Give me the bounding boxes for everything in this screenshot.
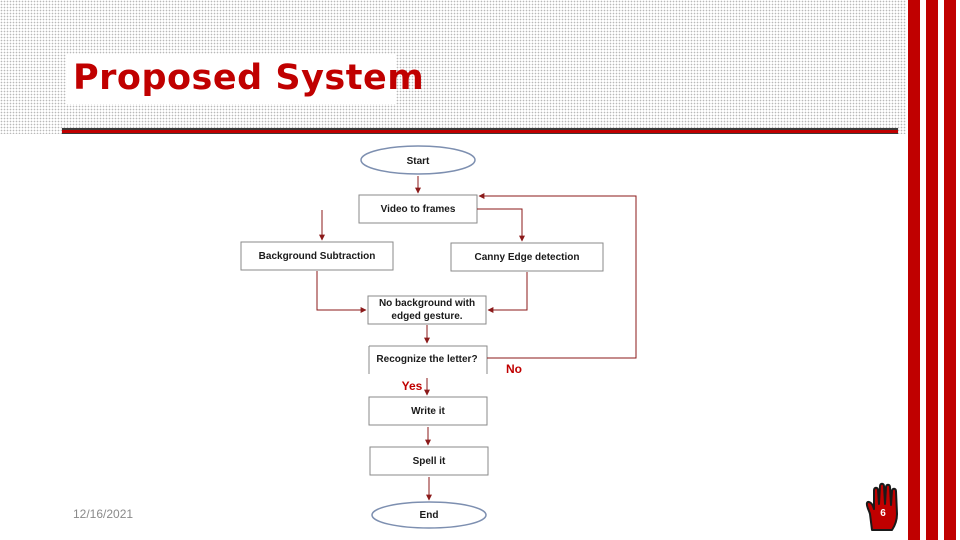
write-label: Write it [411, 406, 445, 417]
start-node [360, 145, 476, 175]
merge-label-line2: edged gesture. [391, 311, 462, 322]
red-stripe-1 [908, 0, 920, 540]
end-node [371, 501, 487, 529]
slide-title: Proposed System [73, 58, 425, 98]
no-label: No [506, 362, 522, 376]
recognize-label: Recognize the letter? [376, 354, 477, 365]
title-plate [66, 54, 396, 104]
video-to-frames-node [358, 194, 478, 224]
arrow-no-loop [478, 193, 637, 359]
arrow-canny-to-merge [487, 272, 528, 313]
title-rule [62, 130, 898, 133]
page-number: 6 [880, 508, 886, 519]
yes-label: Yes [402, 379, 423, 393]
background-subtraction-node [240, 241, 394, 271]
hand-stop-icon [865, 482, 898, 531]
write-node [368, 396, 488, 426]
merge-label-line1: No background with [379, 298, 475, 309]
slide-date: 12/16/2021 [73, 507, 134, 521]
arrow-to-canny [477, 208, 525, 242]
start-label: Start [407, 156, 430, 167]
red-stripe-3 [944, 0, 956, 540]
spell-label: Spell it [413, 456, 446, 467]
video-to-frames-label: Video to frames [381, 204, 456, 215]
canny-edge-label: Canny Edge detection [474, 252, 579, 263]
arrow-background-to-merge [316, 271, 367, 313]
recognize-node [368, 345, 488, 374]
canny-edge-node [450, 242, 604, 272]
spell-node [369, 446, 489, 476]
end-label: End [420, 510, 439, 521]
background-subtraction-label: Background Subtraction [259, 251, 376, 262]
red-stripe-2 [926, 0, 938, 540]
merge-node [367, 295, 487, 325]
